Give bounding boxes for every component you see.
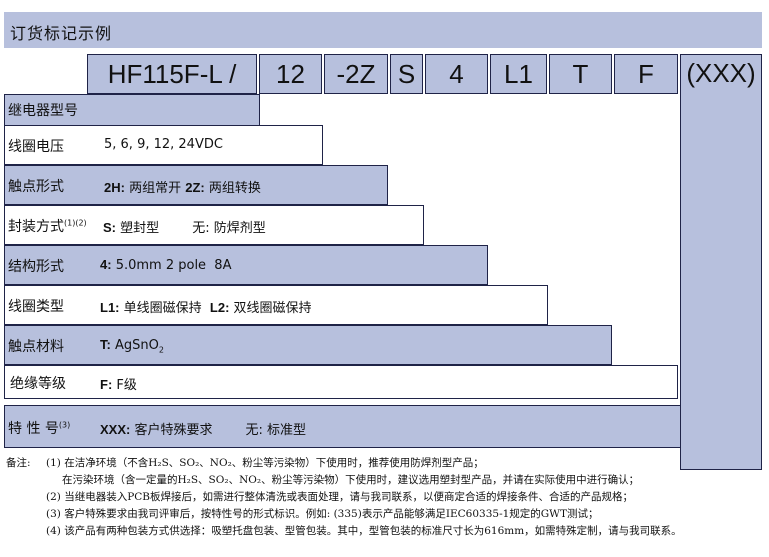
description-part: 两组常开 <box>124 181 186 196</box>
description-part: 两组转换 <box>204 181 261 196</box>
row-9-box <box>4 405 762 448</box>
row-3-label: 触点形式 <box>8 176 64 196</box>
code-segment-text: HF115F-L / <box>107 58 237 89</box>
note-line-1: (1) 在洁净环境（不含H₂S、SO₂、NO₂、粉尘等污染物）下使用时，推荐使用… <box>46 457 484 469</box>
code-segment-text: 4 <box>449 58 464 89</box>
description-part: L2: <box>209 300 230 315</box>
description-part: 无: 防焊剂型 <box>192 221 266 236</box>
code-segment-6: L1 <box>490 54 547 94</box>
row-label-text: 线圈类型 <box>8 299 64 315</box>
code-segment-3: -2Z <box>324 54 388 94</box>
row-3-box <box>4 165 388 205</box>
code-segment-5: 4 <box>425 54 488 94</box>
description-part: T: <box>100 337 111 352</box>
code-segment-7: T <box>549 54 612 94</box>
description-part: 单线圈磁保持 <box>119 301 210 316</box>
row-8-description: F: F级 <box>100 374 137 393</box>
description-part: F级 <box>112 378 137 393</box>
row-5-label: 结构形式 <box>8 256 64 276</box>
code-segment-2: 12 <box>259 54 322 94</box>
row-label-text: 线圈电压 <box>8 139 64 155</box>
row-1-label: 继电器型号 <box>8 100 78 120</box>
row-5-description: 4: 5.0mm 2 pole 8A <box>100 257 231 273</box>
row-7-description: T: AgSnO2 <box>100 337 164 355</box>
row-label-text: 触点材料 <box>8 339 64 355</box>
code-segment-text: (XXX) <box>686 58 756 88</box>
description-part: 5, 6, 9, 12, 24VDC <box>104 137 223 152</box>
row-6-box <box>4 285 548 325</box>
row-3-description: 2H: 两组常开 2Z: 两组转换 <box>104 177 261 196</box>
description-part: F: <box>100 377 113 392</box>
code-segment-text: 12 <box>276 58 305 89</box>
note-line-3: (2) 当继电器装入PCB板焊接后，如需进行整体清洗或表面处理，请与我司联系，以… <box>46 491 634 503</box>
code-segment-8: F <box>614 54 678 94</box>
row-2-box <box>4 125 323 165</box>
description-part: 无: 标准型 <box>245 422 307 438</box>
code-segment-4: S <box>390 54 423 94</box>
row-label-text: 特 性 号 <box>8 420 59 437</box>
row-8-box <box>4 365 678 399</box>
row-label-footnote: (3) <box>58 419 71 429</box>
note-line-5: (4) 该产品有两种包装方式供选择：吸塑托盘包装、型管包装。其中，型管包装的标准… <box>46 525 682 537</box>
row-4-box <box>4 205 424 245</box>
row-label-text: 继电器型号 <box>8 103 78 119</box>
description-part: AgSnO <box>110 338 159 353</box>
code-segment-text: F <box>638 58 654 89</box>
code-segment-9: (XXX) <box>680 54 762 470</box>
code-segment-text: S <box>397 58 416 89</box>
note-line-4: (3) 客户特殊要求由我司评审后，按特性号的形式标识。例如: (335)表示产品… <box>46 508 599 520</box>
description-part: 5.0mm 2 pole 8A <box>111 258 232 273</box>
row-7-label: 触点材料 <box>8 336 64 356</box>
row-label-text: 结构形式 <box>8 259 64 275</box>
code-segment-1: HF115F-L / <box>87 54 257 94</box>
row-6-label: 线圈类型 <box>8 296 64 316</box>
code-segment-text: -2Z <box>336 58 376 89</box>
description-part: XXX: <box>100 421 131 437</box>
code-segment-text: T <box>572 58 589 89</box>
description-part: S: <box>103 220 116 235</box>
row-label-text: 封装方式 <box>8 219 64 235</box>
row-2-label: 线圈电压 <box>8 136 64 156</box>
row-2-description: 5, 6, 9, 12, 24VDC <box>104 137 223 152</box>
title-bar <box>4 12 762 48</box>
description-part: 塑封型 <box>116 221 193 236</box>
description-part: 客户特殊要求 <box>130 422 246 438</box>
description-part: 4: <box>100 257 112 272</box>
row-9-label: 特 性 号(3) <box>8 418 70 438</box>
row-4-description: S: 塑封型 无: 防焊剂型 <box>103 217 266 236</box>
row-label-text: 触点形式 <box>8 179 64 195</box>
description-part: L1: <box>100 300 120 315</box>
code-segment-text: L1 <box>504 58 533 89</box>
notes-prefix: 备注: <box>6 457 31 469</box>
row-4-label: 封装方式(1)(2) <box>8 216 87 236</box>
row-7-box <box>4 325 612 365</box>
description-part: 2H: <box>104 180 125 195</box>
description-part: 2Z: <box>185 180 205 195</box>
row-5-box <box>4 245 488 285</box>
row-9-description: XXX: 客户特殊要求 无: 标准型 <box>100 419 306 438</box>
description-part: 2 <box>158 345 164 355</box>
page-title: 订货标记示例 <box>10 24 113 43</box>
row-6-description: L1: 单线圈磁保持 L2: 双线圈磁保持 <box>100 297 312 316</box>
row-label-text: 绝缘等级 <box>10 376 66 392</box>
row-8-label: 绝缘等级 <box>10 373 66 393</box>
row-label-footnote: (1)(2) <box>64 218 87 228</box>
description-part: 双线圈磁保持 <box>229 301 312 316</box>
note-line-2: 在污染环境（含一定量的H₂S、SO₂、NO₂、粉尘等污染物）下使用时，建议选用塑… <box>62 474 640 486</box>
